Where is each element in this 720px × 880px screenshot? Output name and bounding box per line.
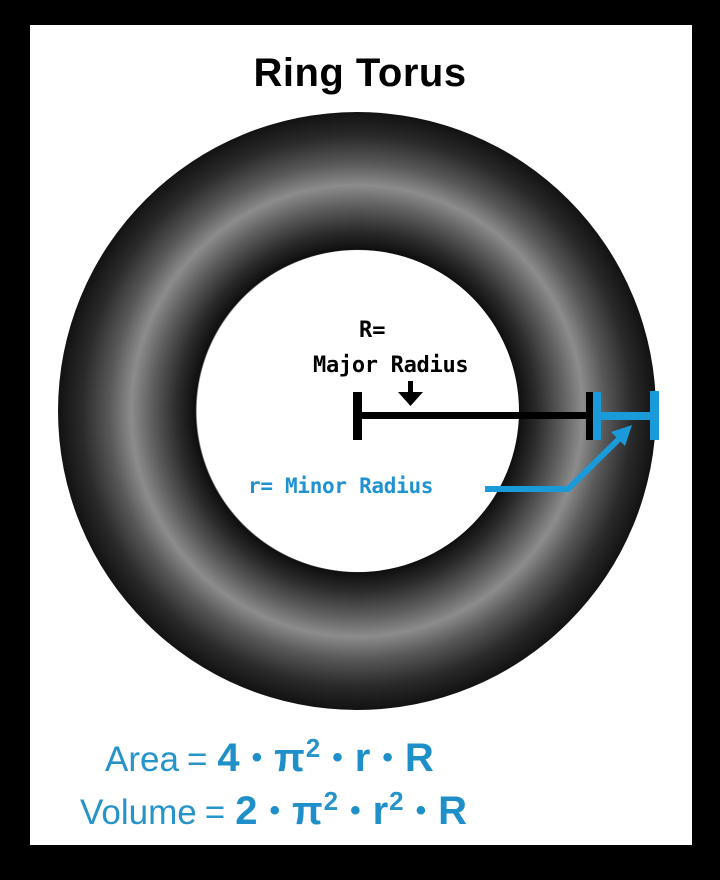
minor-radius-label: r= Minor Radius: [248, 474, 434, 498]
down-arrow-icon: [398, 381, 423, 406]
volume-formula-name: Volume: [80, 793, 197, 832]
volume-coefficient: 2: [235, 789, 258, 833]
arrowhead-icon: [611, 425, 632, 446]
major-radius-symbol: R=: [359, 318, 386, 343]
minor-radius-leader-line: [485, 425, 632, 492]
pi-symbol: π: [291, 789, 323, 833]
pi-exponent: 2: [305, 733, 321, 763]
r-exponent: 2: [389, 786, 404, 816]
multiply-dot: •: [350, 794, 361, 827]
volume-formula: Volume=2•π2•r2•R: [80, 786, 467, 845]
minor-radius-marker: [593, 391, 659, 440]
major-radius-symbol: R: [438, 789, 468, 833]
equals-sign: =: [186, 740, 208, 779]
area-formula-name: Area: [105, 740, 179, 779]
major-radius-label: Major Radius: [313, 353, 469, 378]
major-radius-marker: [353, 392, 594, 440]
multiply-dot: •: [332, 741, 343, 774]
diagram-title: Ring Torus: [253, 51, 467, 95]
pi-exponent: 2: [323, 786, 339, 816]
multiply-dot: •: [382, 741, 393, 774]
minor-radius-symbol: r: [372, 789, 389, 833]
equals-sign: =: [204, 793, 226, 832]
multiply-dot: •: [269, 794, 280, 827]
multiply-dot: •: [251, 741, 263, 774]
major-radius-symbol: R: [404, 736, 434, 780]
pi-symbol: π: [274, 736, 305, 780]
minor-radius-symbol: r: [354, 736, 371, 780]
area-formula: Area=4 • π2 • r • R: [105, 734, 434, 791]
multiply-dot: •: [415, 794, 427, 827]
area-coefficient: 4: [217, 736, 240, 780]
